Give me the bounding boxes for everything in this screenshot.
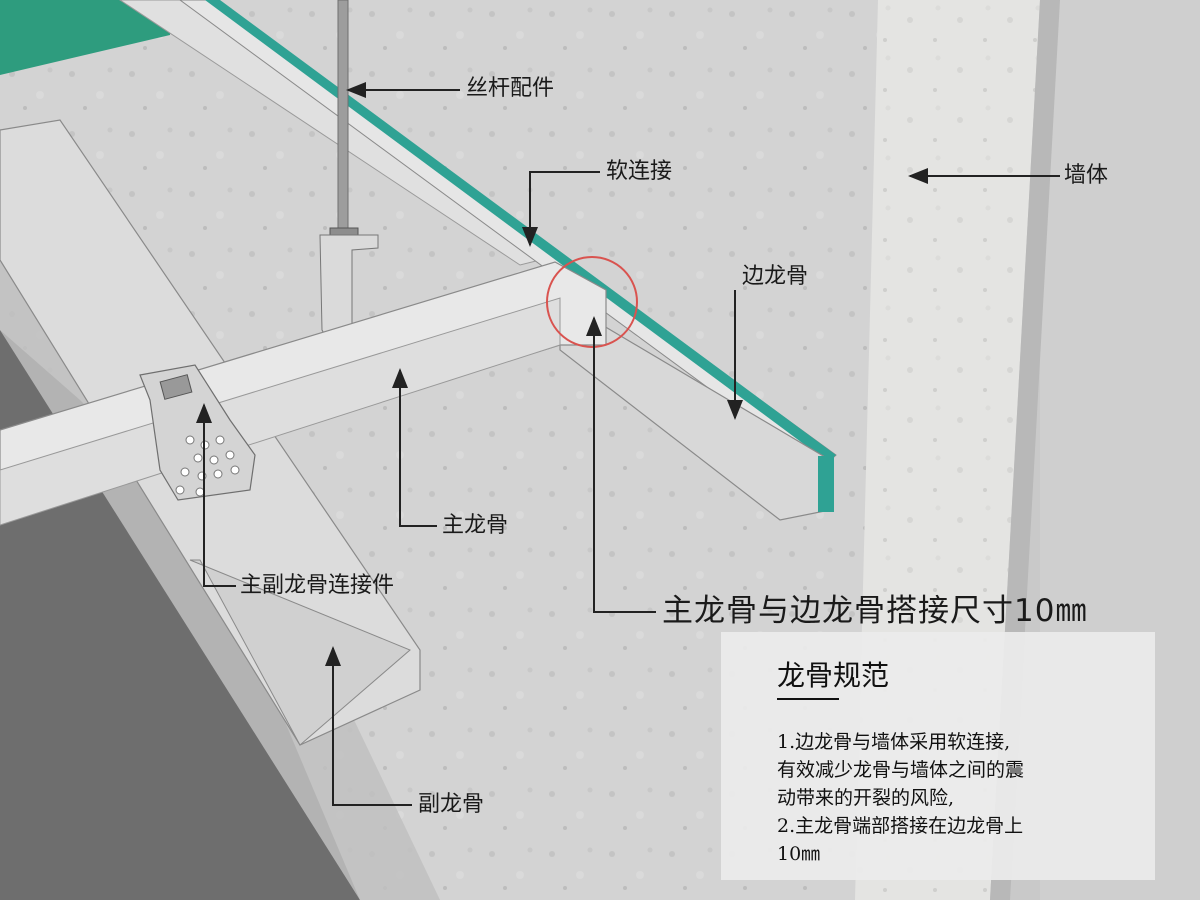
label-main-keel: 主龙骨 [442,513,509,538]
label-soft-connection: 软连接 [606,159,673,184]
leader-soft-connection [522,171,600,247]
spec-line: 动带来的开裂的风险, [777,787,955,809]
spec-title: 龙骨规范 [777,659,890,692]
teal-strip [205,0,836,462]
spec-line: 有效减少龙骨与墙体之间的震 [777,759,1025,781]
edge-keel-end [818,456,834,512]
ceiling-board [0,0,170,75]
overlap-highlight-circle [546,256,638,348]
spec-body: 1.边龙骨与墙体采用软连接, 有效减少龙骨与墙体之间的震 动带来的开裂的风险, … [777,728,1107,868]
spec-line: 2.主龙骨端部搭接在边龙骨上 [777,815,1024,837]
spec-line: 1.边龙骨与墙体采用软连接, [777,731,1011,753]
spec-panel: 龙骨规范 1.边龙骨与墙体采用软连接, 有效减少龙骨与墙体之间的震 动带来的开裂… [721,632,1155,880]
leader-overlap [586,316,656,613]
sub-keel-face [189,559,411,746]
threaded-rod [337,0,349,251]
label-main-sub-connector: 主副龙骨连接件 [240,573,395,598]
label-overlap-note: 主龙骨与边龙骨搭接尺寸10㎜ [662,593,1088,629]
label-sub-keel: 副龙骨 [418,792,485,817]
leader-main-keel [392,368,437,527]
spec-line: 10㎜ [777,843,821,865]
connector-slot [159,374,193,400]
label-rod-fitting: 丝杆配件 [466,76,555,101]
leader-sub-keel [325,646,412,806]
label-edge-keel: 边龙骨 [742,264,809,289]
leader-connector [196,403,236,587]
main-keel-lower [0,297,561,526]
spec-title-underline [777,698,839,700]
label-wall-body: 墙体 [1064,163,1109,188]
